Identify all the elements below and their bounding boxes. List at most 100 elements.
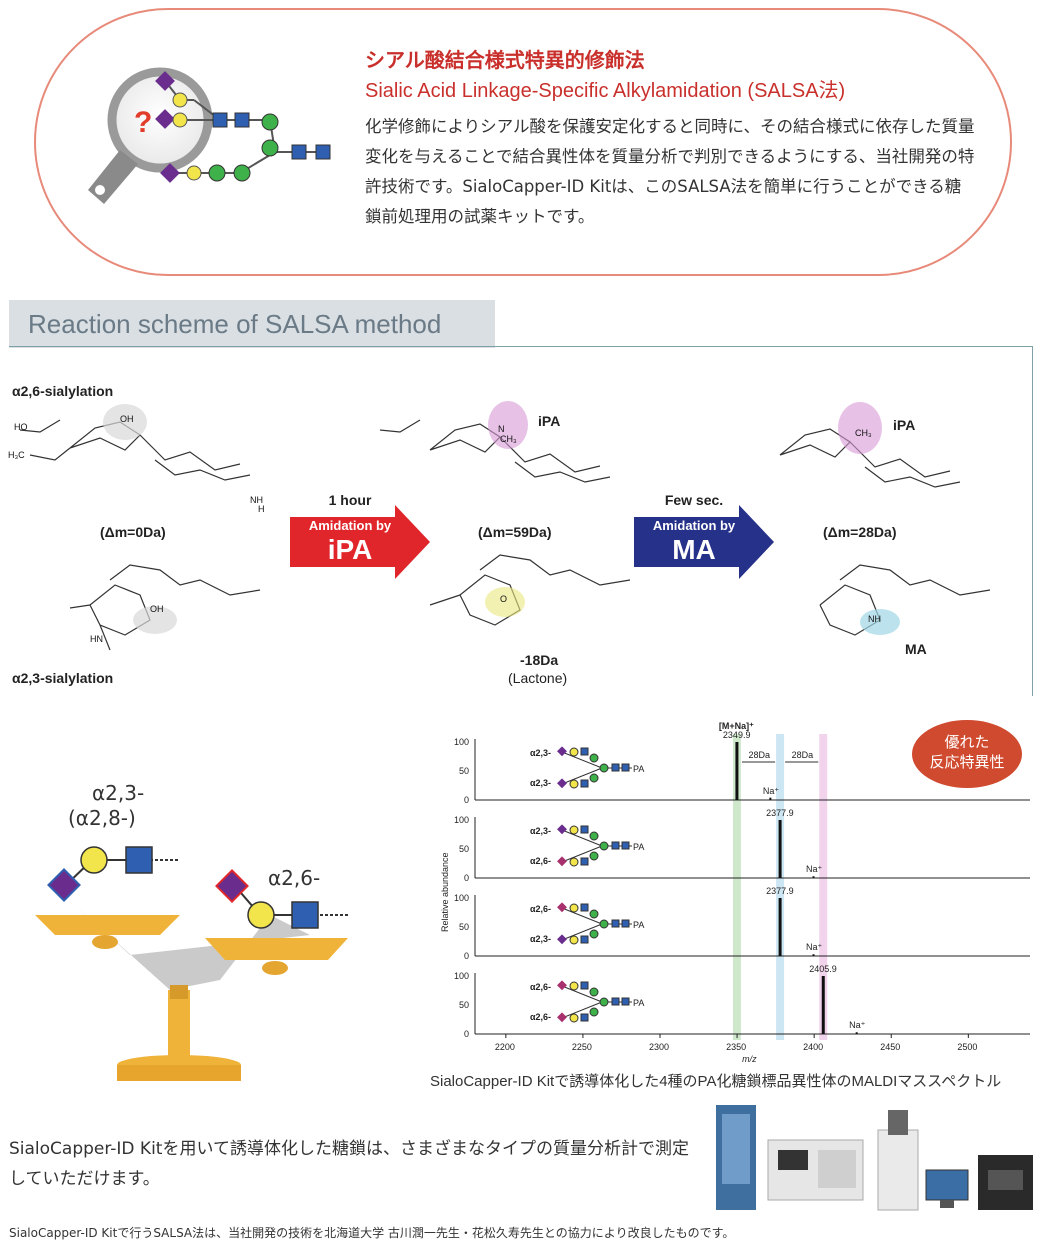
mini-sialic-icon bbox=[557, 934, 567, 945]
x-axis-label: m/z bbox=[742, 1054, 757, 1064]
xtick-label: 2450 bbox=[880, 1042, 900, 1052]
dm28-label: (Δm=28Da) bbox=[823, 524, 897, 540]
mini-sialic-icon bbox=[557, 902, 567, 913]
xtick-label: 2250 bbox=[572, 1042, 592, 1052]
footer-note: SialoCapper-ID Kitで行うSALSA法は、当社開発の技術を北海道… bbox=[9, 1226, 735, 1240]
atom-o: O bbox=[500, 594, 507, 604]
mini-gal-icon bbox=[569, 981, 579, 991]
mini-glcnac-icon bbox=[580, 1013, 589, 1022]
peak-label: 2377.9 bbox=[766, 886, 794, 896]
mini-glcnac-core-icon bbox=[611, 997, 620, 1006]
mini-glcnac-icon bbox=[580, 747, 589, 756]
atom-nh: NH bbox=[250, 495, 263, 505]
mini-glcnac-icon bbox=[580, 825, 589, 834]
ytick-label: 50 bbox=[459, 1000, 469, 1010]
mini-glycan-link bbox=[561, 767, 603, 785]
linkage-top-label: α2,6- bbox=[530, 982, 551, 992]
peak-label: 2405.9 bbox=[809, 964, 837, 974]
arrow2-line1: Amidation by bbox=[652, 518, 736, 533]
balance-left-label-1: α2,3- bbox=[92, 781, 145, 805]
mini-glcnac-icon bbox=[580, 935, 589, 944]
mini-glcnac-core-icon bbox=[621, 763, 630, 772]
balance-scale-illustration bbox=[35, 846, 348, 1081]
mini-glcnac-icon bbox=[580, 857, 589, 866]
ytick-label: 100 bbox=[454, 737, 469, 747]
xtick-label: 2300 bbox=[649, 1042, 669, 1052]
mini-gal-icon bbox=[569, 825, 579, 835]
atom-ch3: CH₃ bbox=[500, 434, 517, 444]
mini-gal-icon bbox=[569, 935, 579, 945]
mini-man-core-icon bbox=[599, 997, 609, 1007]
dm59-label: (Δm=59Da) bbox=[478, 524, 552, 540]
linkage-top-label: α2,3- bbox=[530, 748, 551, 758]
mini-man-core-icon bbox=[599, 763, 609, 773]
highlight-band-0 bbox=[732, 734, 741, 1040]
linkage-bottom-label: α2,6- bbox=[530, 856, 551, 866]
na-label: Na⁺ bbox=[806, 942, 823, 952]
ytick-label: 0 bbox=[464, 873, 469, 883]
adduct-label: [M+Na]⁺ bbox=[719, 721, 754, 731]
mini-gal-icon bbox=[569, 857, 579, 867]
section-title: Reaction scheme of SALSA method bbox=[28, 309, 442, 339]
mini-glcnac-icon bbox=[580, 981, 589, 990]
mini-glcnac-core-icon bbox=[621, 841, 630, 850]
mini-glcnac-core-icon bbox=[611, 919, 620, 928]
mass-gap-label: 28Da bbox=[792, 750, 814, 760]
peak-label: 2349.9 bbox=[723, 730, 751, 740]
mini-man-icon bbox=[589, 851, 599, 861]
mini-glycan-link bbox=[561, 829, 603, 847]
ytick-label: 0 bbox=[464, 951, 469, 961]
atom-ho: HO bbox=[14, 422, 28, 432]
pa-label: PA bbox=[633, 920, 644, 930]
hero-body: 化学修飾によりシアル酸を保護安定化すると同時に、その結合様式に依存した質量変化を… bbox=[365, 117, 975, 226]
na-label: Na⁺ bbox=[763, 786, 780, 796]
question-mark-icon: ? bbox=[134, 106, 152, 139]
mini-sialic-icon bbox=[557, 778, 567, 789]
peak-na bbox=[855, 1032, 858, 1034]
mini-glcnac-icon bbox=[580, 903, 589, 912]
ytick-label: 50 bbox=[459, 922, 469, 932]
ytick-label: 100 bbox=[454, 893, 469, 903]
mini-glycan-link bbox=[561, 845, 603, 863]
mini-sialic-icon bbox=[557, 746, 567, 757]
section-tab bbox=[9, 300, 495, 348]
ma-arrow bbox=[634, 505, 774, 579]
ytick-label: 0 bbox=[464, 795, 469, 805]
spectrum-caption: SialoCapper-ID Kitで誘導体化した4種のPA化糖鎖標品異性体のM… bbox=[430, 1073, 1002, 1090]
ytick-label: 50 bbox=[459, 766, 469, 776]
mini-glycan-link bbox=[561, 751, 603, 769]
mini-glcnac-core-icon bbox=[611, 841, 620, 850]
lactone-label: (Lactone) bbox=[508, 670, 568, 686]
linkage-bottom-label: α2,3- bbox=[530, 778, 551, 788]
hero-title: シアル酸結合様式特異的修飾法 bbox=[365, 48, 645, 72]
mini-glycan-link bbox=[561, 985, 603, 1003]
pa-label: PA bbox=[633, 764, 644, 774]
xtick-label: 2400 bbox=[803, 1042, 823, 1052]
mass-spectrometers-illustration bbox=[716, 1105, 1033, 1211]
linkage-bottom-label: α2,6- bbox=[530, 1012, 551, 1022]
pa-label: PA bbox=[633, 998, 644, 1008]
arrow1-time: 1 hour bbox=[328, 492, 372, 508]
ipa-arrow bbox=[290, 505, 430, 579]
peak-na bbox=[812, 876, 815, 878]
mini-sialic-icon bbox=[557, 824, 567, 835]
peak-main bbox=[735, 742, 739, 800]
mini-gal-icon bbox=[569, 903, 579, 913]
minus18-label: -18Da bbox=[520, 652, 559, 668]
mini-man-core-icon bbox=[599, 841, 609, 851]
pa-label: PA bbox=[633, 842, 644, 852]
ipa-label-1: iPA bbox=[538, 413, 561, 429]
mini-glcnac-core-icon bbox=[611, 763, 620, 772]
xtick-label: 2350 bbox=[726, 1042, 746, 1052]
molecule-structures: OH H₃C HO NH H OH HN N CH₃ O NH CH₃ bbox=[8, 401, 991, 651]
mini-man-icon bbox=[589, 831, 599, 841]
mini-gal-icon bbox=[569, 779, 579, 789]
arrow2-time: Few sec. bbox=[664, 492, 724, 508]
mini-gal-icon bbox=[569, 747, 579, 757]
na-label: Na⁺ bbox=[806, 864, 823, 874]
atom-nh-ma: NH bbox=[868, 614, 881, 624]
mini-sialic-icon bbox=[557, 1012, 567, 1023]
instruments-text: SialoCapper-ID Kitを用いて誘導体化した糖鎖は、さまざまなタイプ… bbox=[9, 1139, 689, 1189]
peak-main bbox=[778, 820, 782, 878]
